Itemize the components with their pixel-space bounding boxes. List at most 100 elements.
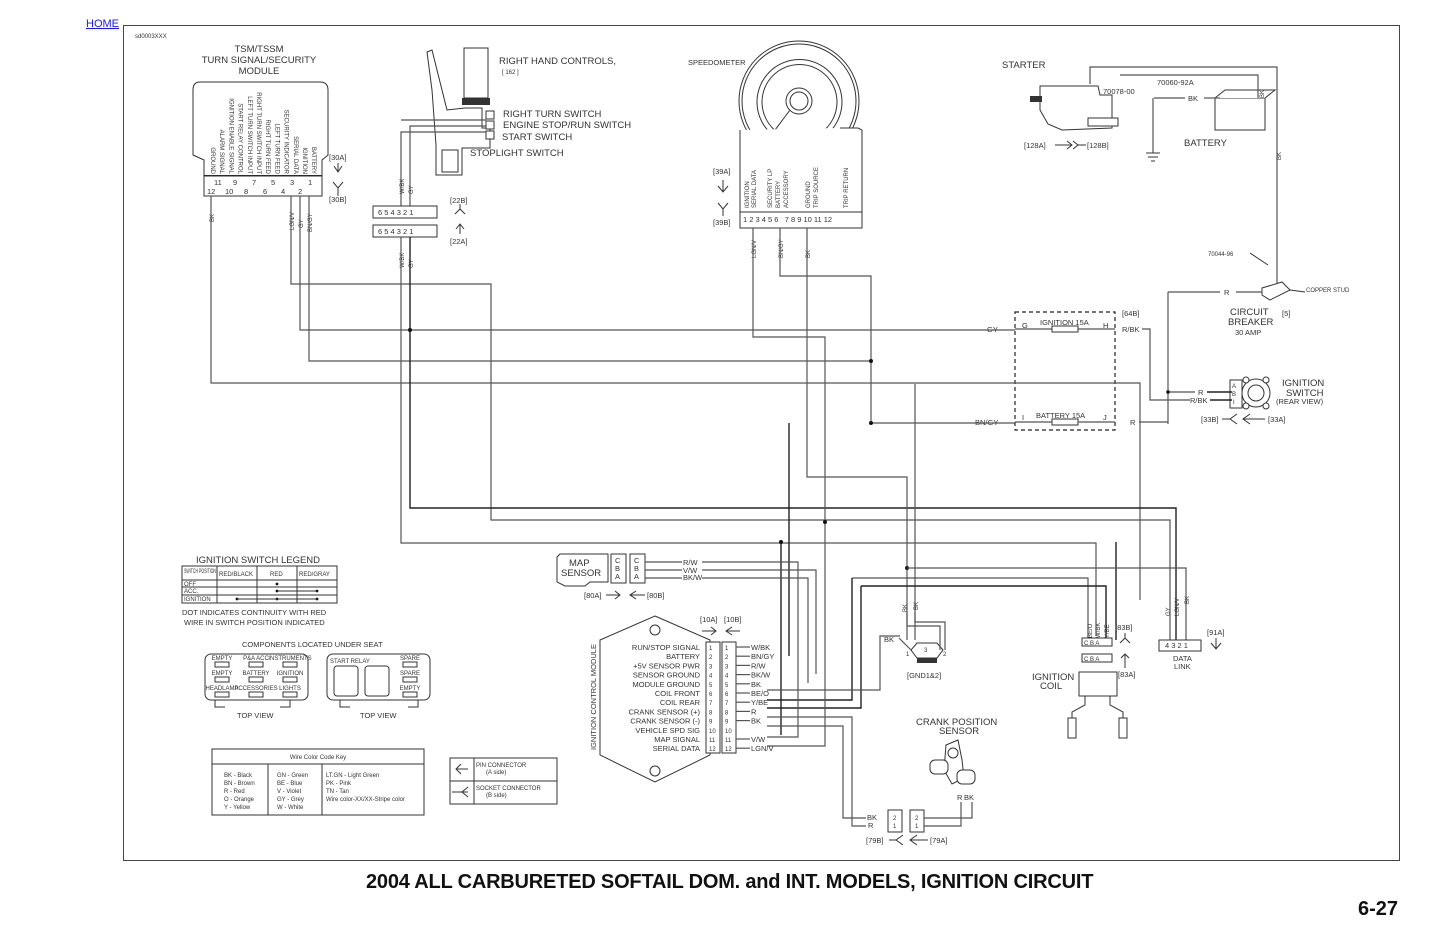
connector-key: PIN CONNECTOR (A side) SOCKET CONNECTOR … xyxy=(449,757,558,805)
rhc-switch-2: ENGINE STOP/RUN SWITCH xyxy=(503,120,631,131)
icm-pin-name: RUN/STOP SIGNAL xyxy=(632,643,700,652)
ign-switch-title-1: IGNITION xyxy=(1282,378,1324,389)
wire-label: BK xyxy=(1185,596,1191,604)
battery-icon xyxy=(1214,97,1266,131)
speedometer-pin-label: TRIP SOURCE xyxy=(814,167,820,208)
switch-terminal: B xyxy=(1232,392,1236,398)
icm-pin-number: 4 xyxy=(725,674,729,680)
color-key-entry: TN - Tan xyxy=(326,789,349,795)
speedo-conn-b: [39B] xyxy=(713,218,731,227)
rhc-switch-4: STOPLIGHT SWITCH xyxy=(470,148,564,159)
legend-title: IGNITION SWITCH LEGEND xyxy=(196,555,320,566)
legend-header: RED xyxy=(270,572,283,578)
data-link-connector xyxy=(1158,639,1202,652)
wire-label: BK/W xyxy=(751,671,771,680)
wire-label: V/W xyxy=(683,566,698,575)
battery-wire-bk: BK xyxy=(1188,94,1198,103)
connector-icon xyxy=(1222,413,1265,425)
fuse-icon xyxy=(214,691,230,698)
wire-label: BK xyxy=(210,214,216,222)
legend-row-position: IGNITION xyxy=(184,597,211,603)
fuse-icon xyxy=(402,661,418,668)
starter-conn-a: [128A] xyxy=(1024,141,1046,150)
wire-label: Y/BE xyxy=(751,698,768,707)
connector-icon xyxy=(889,834,928,846)
map-pin: C xyxy=(615,556,621,565)
rhc-switch-1: RIGHT TURN SWITCH xyxy=(503,109,601,120)
socket-icon xyxy=(1119,633,1131,644)
rhc-ref: [ 162 ] xyxy=(502,70,519,76)
icm-pin-number: 7 xyxy=(709,701,713,707)
wire-label: LGN/V xyxy=(290,212,296,230)
map-pin: A xyxy=(634,572,639,581)
color-key-title: Wire Color Code Key xyxy=(290,755,346,761)
starter-part-2: 70060-92A xyxy=(1157,78,1194,87)
icm-pin-number: 9 xyxy=(725,720,729,726)
wire-label: BK xyxy=(1260,90,1266,98)
tsm-pin-num: 3 xyxy=(290,178,294,187)
color-key-entry: BN - Brown xyxy=(224,781,255,787)
wire-label: LGN/V xyxy=(751,744,774,753)
ignition-switch-legend: IGNITION SWITCH LEGEND SWITCH POSITION R… xyxy=(181,555,338,627)
circuit-breaker-icon xyxy=(1261,281,1291,301)
crank-conn-a: [79A] xyxy=(930,836,948,845)
fuse-slot-label: HEADLAMP xyxy=(205,686,238,692)
speedo-conn-a: [39A] xyxy=(713,167,731,176)
coil-title: COIL xyxy=(1040,681,1062,692)
tsm-pin-num: 1 xyxy=(308,178,312,187)
ground-label: [GND1&2] xyxy=(907,671,941,680)
color-key-entry: Y - Yellow xyxy=(224,805,251,811)
crank-pin: 2 xyxy=(915,816,919,822)
tsm-pin-label: START RELAY CONTROL xyxy=(237,103,243,174)
tsm-pin-label: SECURITY INDICATOR xyxy=(283,110,289,175)
stoplight-switch-box xyxy=(441,149,459,173)
tsm-pin-num: 5 xyxy=(271,178,275,187)
icm-conn-b: [10B] xyxy=(724,615,742,624)
tsm-pin-label: BATTERY xyxy=(310,147,316,174)
fuse-icon xyxy=(248,691,264,698)
legend-note-1: DOT INDICATES CONTINUITY WITH RED xyxy=(182,608,327,617)
crank-position-sensor: CRANK POSITION SENSOR R BK 2 1 2 1 BK R … xyxy=(866,717,997,846)
map-pin: C xyxy=(634,556,640,565)
tsm-conn-a: [30A] xyxy=(329,153,347,162)
legend-row-position: OFF xyxy=(184,582,196,588)
wire-label: V/W xyxy=(751,735,766,744)
icm-pin-number: 6 xyxy=(725,692,729,698)
tsm-module: TSM/TSSM TURN SIGNAL/SECURITY MODULE GRO… xyxy=(192,44,347,232)
wire-label: GY xyxy=(1166,607,1172,616)
home-link[interactable]: HOME xyxy=(86,18,119,30)
wire-label: W/BK xyxy=(751,643,770,652)
legend-row-position: ACC. xyxy=(184,589,199,595)
tsm-pin-label: LEFT TURN FEED xyxy=(273,124,279,175)
icm-pin-number: 12 xyxy=(709,747,716,753)
tsm-title-1: TSM/TSSM xyxy=(234,44,283,55)
starter-part-1: 70078-00 xyxy=(1103,87,1135,96)
data-link: 4 3 2 1 DATA LINK [91A] GY LGN/V BK xyxy=(1158,596,1225,671)
wire-label: BK xyxy=(806,250,812,258)
speedometer-pin-label: ACCESSORY xyxy=(784,170,790,208)
wire-label: BK xyxy=(751,680,761,689)
wire-label: R/BK xyxy=(1190,396,1208,405)
spark-plug-icon xyxy=(1067,717,1077,739)
wire-label: BK xyxy=(914,602,920,610)
icm-pin-number: 3 xyxy=(709,664,713,670)
map-conn-b: [80B] xyxy=(647,591,665,600)
icm-conn-a: [10A] xyxy=(700,615,718,624)
fuse-slot-label: SPARE xyxy=(400,671,420,677)
map-sensor-body xyxy=(556,553,609,587)
cb-ref: [5] xyxy=(1282,309,1290,318)
fuse-slot-label: LIGHTS xyxy=(279,686,301,692)
icm-pin-number: 1 xyxy=(709,646,713,652)
icm-pin-number: 2 xyxy=(709,655,713,661)
socket-connector-label: SOCKET CONNECTOR xyxy=(476,786,541,792)
wire-label: BK xyxy=(751,717,761,726)
switch-stub xyxy=(485,120,495,130)
cb-stud: COPPER STUD xyxy=(1306,288,1350,294)
ign-conn-b: [33B] xyxy=(1201,415,1219,424)
icm-pin-name: +5V SENSOR PWR xyxy=(633,661,700,670)
icm-pin-number: 7 xyxy=(725,701,729,707)
